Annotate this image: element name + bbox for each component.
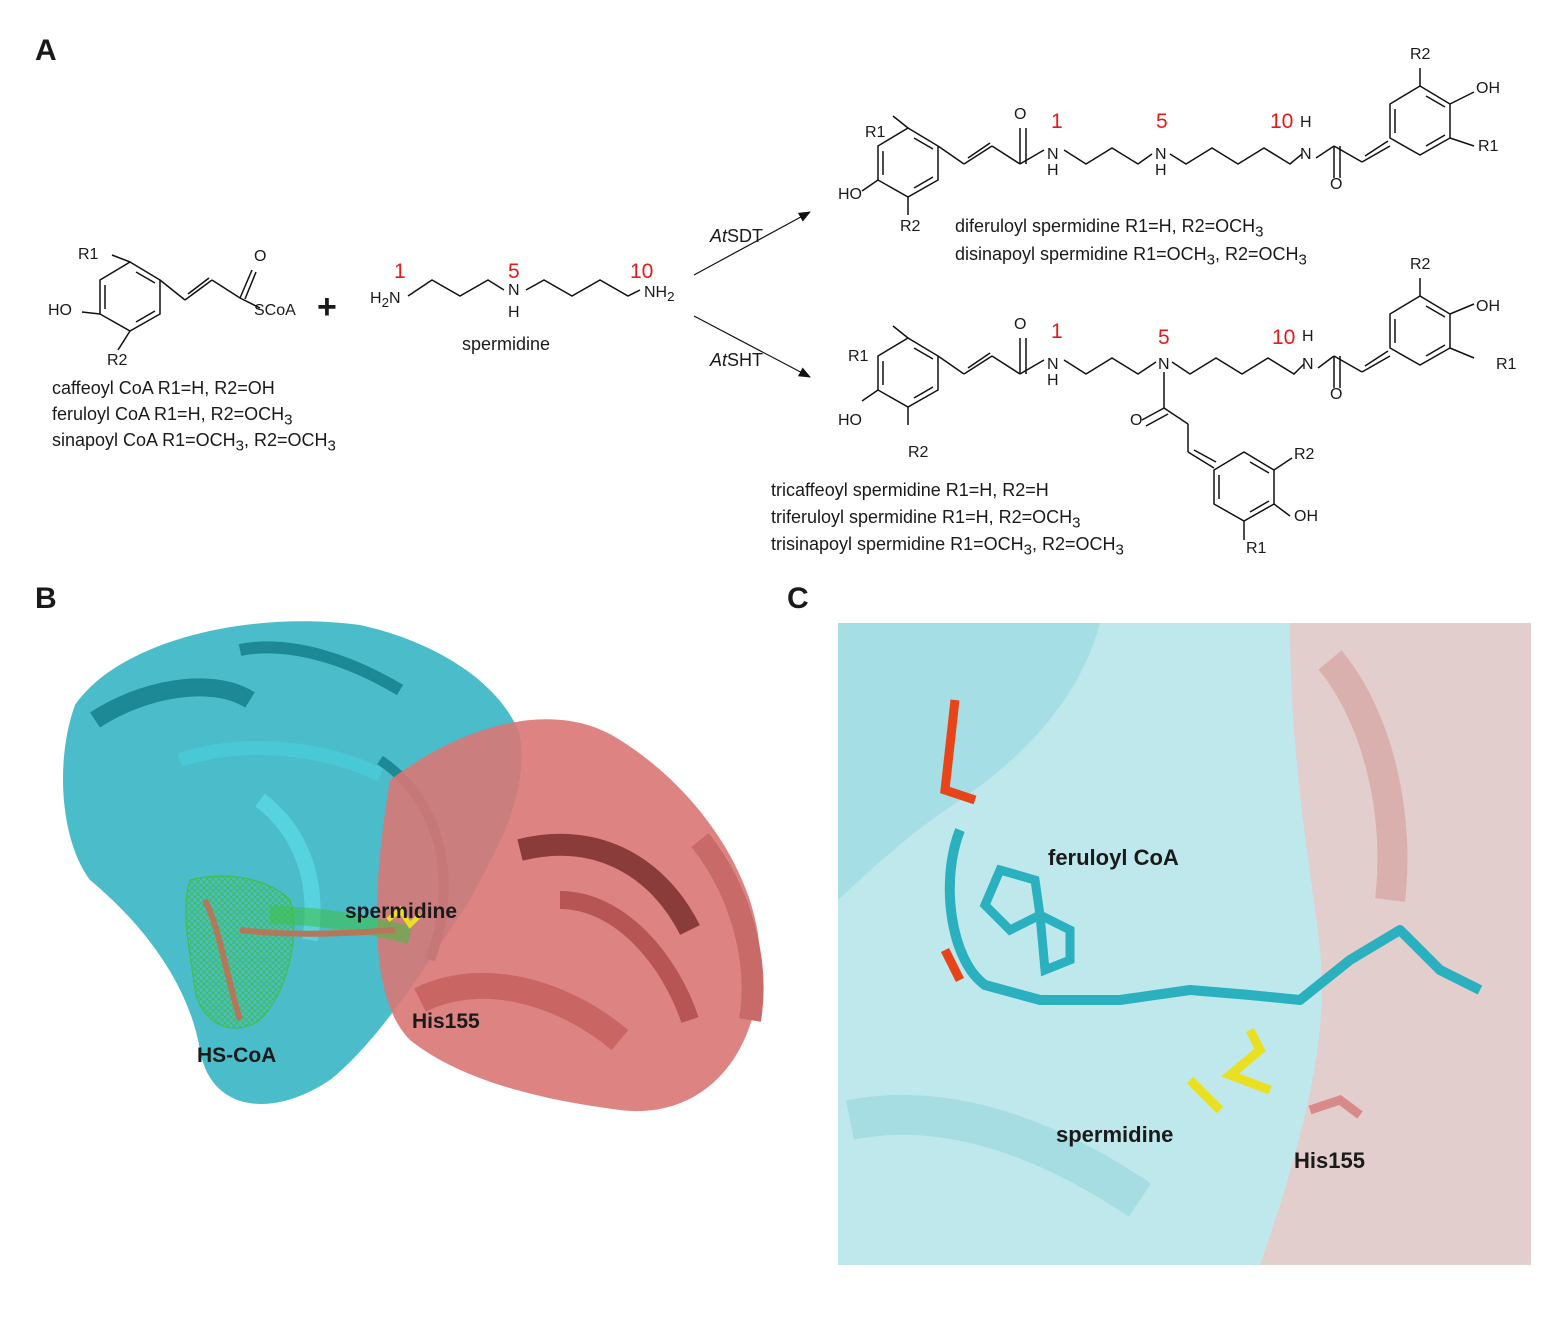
di-n10-h: H <box>1300 114 1312 131</box>
b-spermidine-label: spermidine <box>345 900 458 923</box>
acyl-o: O <box>254 248 267 265</box>
tri-right-r1: R1 <box>1496 356 1517 373</box>
panel-label-b: B <box>35 582 57 615</box>
acyl-r1: R1 <box>78 246 99 263</box>
spermidine-position-10: 10 <box>630 260 654 283</box>
spermidine-amine-10: NH2 <box>644 284 675 305</box>
di-n5-h: H <box>1155 162 1167 179</box>
c-his155-label: His155 <box>1294 1148 1365 1173</box>
tri-position-5: 5 <box>1158 326 1170 349</box>
tri-n1: N <box>1047 356 1059 373</box>
di-right-o: O <box>1330 176 1343 193</box>
tri-bottom-r1: R1 <box>1246 540 1267 557</box>
di-position-5: 5 <box>1156 110 1168 133</box>
tri-position-1: 1 <box>1051 320 1063 343</box>
di-n10: N <box>1300 146 1312 163</box>
b-his155-label: His155 <box>412 1010 480 1033</box>
feruloyl-coa-label: feruloyl CoA R1=H, R2=OCH3 <box>52 404 293 429</box>
tri-right-oh: OH <box>1476 298 1500 315</box>
tri-n5: N <box>1158 356 1170 373</box>
di-position-1: 1 <box>1051 110 1063 133</box>
c-spermidine-label: spermidine <box>1056 1122 1174 1147</box>
panel-label-a: A <box>35 34 57 67</box>
acyl-ho: HO <box>48 302 72 319</box>
b-hscoa-label: HS-CoA <box>197 1044 277 1067</box>
di-right-r2: R2 <box>1410 46 1431 63</box>
di-right-r1: R1 <box>1478 138 1499 155</box>
trisinapoyl-spermidine-label: trisinapoyl spermidine R1=OCH3, R2=OCH3 <box>771 534 1124 559</box>
acyl-scoa: SCoA <box>254 302 296 319</box>
tri-n10-h: H <box>1302 328 1314 345</box>
c-feruloyl-coa-label: feruloyl CoA <box>1048 845 1179 870</box>
diferuloyl-spermidine-label: diferuloyl spermidine R1=H, R2=OCH3 <box>955 216 1264 241</box>
tricaffeoyl-spermidine-label: tricaffeoyl spermidine R1=H, R2=H <box>771 480 1049 500</box>
tri-left-r2: R2 <box>908 444 929 461</box>
tri-n1-h: H <box>1047 372 1059 389</box>
tri-bottom-r2: R2 <box>1294 446 1315 463</box>
panel-label-c: C <box>787 582 809 615</box>
spermidine-amine-5: N <box>508 282 520 299</box>
sht-enzyme-label: AtSHT <box>710 350 764 370</box>
di-n1: N <box>1047 146 1059 163</box>
di-left-r1: R1 <box>865 124 886 141</box>
tri-position-10: 10 <box>1272 326 1296 349</box>
tri-left-o: O <box>1014 316 1027 333</box>
di-product-structure <box>861 68 1475 215</box>
di-position-10: 10 <box>1270 110 1294 133</box>
active-site-view-c <box>838 623 1531 1265</box>
spermidine-position-1: 1 <box>394 260 406 283</box>
spermidine-amine-5-h: H <box>508 304 520 321</box>
acyl-coa-structure <box>81 254 261 351</box>
protein-cartoon-b <box>63 621 764 1112</box>
tri-center-o: O <box>1130 412 1143 429</box>
sdt-enzyme-label: AtSDT <box>710 226 764 246</box>
spermidine-structure <box>407 279 641 297</box>
di-left-o: O <box>1014 106 1027 123</box>
tri-right-r2: R2 <box>1410 256 1431 273</box>
tri-n10: N <box>1302 356 1314 373</box>
sinapoyl-coa-label: sinapoyl CoA R1=OCH3, R2=OCH3 <box>52 430 336 455</box>
di-right-oh: OH <box>1476 80 1500 97</box>
di-left-r2: R2 <box>900 218 921 235</box>
tri-left-r1: R1 <box>848 348 869 365</box>
acyl-r2: R2 <box>107 352 128 369</box>
caffeoyl-coa-label: caffeoyl CoA R1=H, R2=OH <box>52 378 275 398</box>
disinapoyl-spermidine-label: disinapoyl spermidine R1=OCH3, R2=OCH3 <box>955 244 1307 269</box>
spermidine-amine-1: H2N <box>370 290 401 311</box>
di-n5: N <box>1155 146 1167 163</box>
di-n1-h: H <box>1047 162 1059 179</box>
tri-product-structure <box>861 278 1475 540</box>
tri-bottom-oh: OH <box>1294 508 1318 525</box>
tri-left-ho: HO <box>838 412 862 429</box>
spermidine-name: spermidine <box>462 334 551 354</box>
plus-sign: + <box>317 288 337 326</box>
spermidine-position-5: 5 <box>508 260 520 283</box>
di-left-ho: HO <box>838 186 862 203</box>
tri-right-o: O <box>1330 386 1343 403</box>
triferuloyl-spermidine-label: triferuloyl spermidine R1=H, R2=OCH3 <box>771 507 1081 532</box>
sht-arrow <box>693 315 811 378</box>
sdt-arrow <box>693 211 811 276</box>
